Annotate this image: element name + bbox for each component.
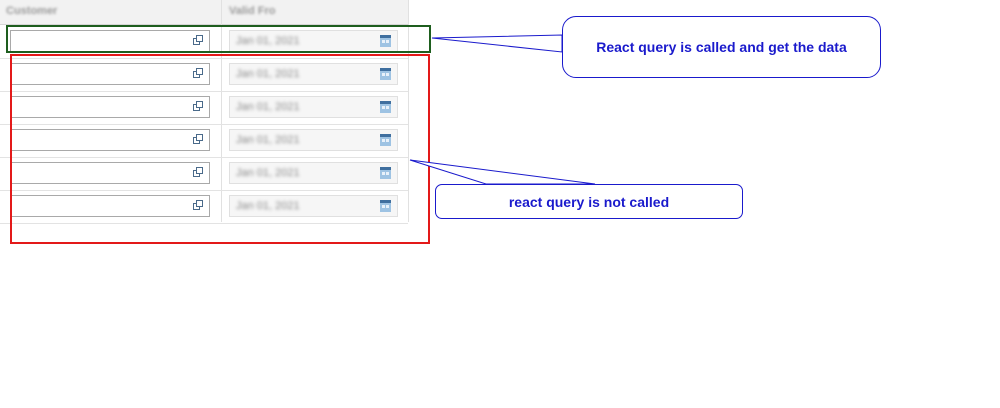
table-row: Jan 01, 2021 bbox=[0, 25, 408, 59]
data-grid: Customer Valid Fro Jan 01, 2021 bbox=[0, 0, 409, 224]
date-value: Jan 01, 2021 bbox=[236, 101, 300, 113]
lookup-icon[interactable] bbox=[193, 101, 204, 112]
date-input[interactable]: Jan 01, 2021 bbox=[229, 129, 398, 151]
customer-input[interactable] bbox=[10, 195, 210, 217]
table-row: Jan 01, 2021 bbox=[0, 190, 408, 224]
table-row: Jan 01, 2021 bbox=[0, 157, 408, 191]
date-input[interactable]: Jan 01, 2021 bbox=[229, 30, 398, 52]
first-row-highlight-box bbox=[6, 25, 431, 53]
first-row-callout: React query is called and get the data bbox=[562, 16, 881, 78]
grid-header: Customer Valid Fro bbox=[0, 0, 408, 25]
column-divider bbox=[221, 0, 222, 222]
calendar-icon[interactable] bbox=[380, 200, 391, 212]
date-value: Jan 01, 2021 bbox=[236, 35, 300, 47]
date-input[interactable]: Jan 01, 2021 bbox=[229, 96, 398, 118]
customer-input[interactable] bbox=[10, 63, 210, 85]
lookup-icon[interactable] bbox=[193, 200, 204, 211]
table-row: Jan 01, 2021 bbox=[0, 91, 408, 125]
calendar-icon[interactable] bbox=[380, 167, 391, 179]
table-row: Jan 01, 2021 bbox=[0, 124, 408, 158]
lookup-icon[interactable] bbox=[193, 167, 204, 178]
date-input[interactable]: Jan 01, 2021 bbox=[229, 195, 398, 217]
customer-input[interactable] bbox=[10, 162, 210, 184]
date-input[interactable]: Jan 01, 2021 bbox=[229, 63, 398, 85]
lookup-icon[interactable] bbox=[193, 35, 204, 46]
date-input[interactable]: Jan 01, 2021 bbox=[229, 162, 398, 184]
date-value: Jan 01, 2021 bbox=[236, 167, 300, 179]
date-value: Jan 01, 2021 bbox=[236, 68, 300, 80]
table-row: Jan 01, 2021 bbox=[0, 58, 408, 92]
other-rows-callout: react query is not called bbox=[435, 184, 743, 219]
date-value: Jan 01, 2021 bbox=[236, 200, 300, 212]
first-row-callout-pointer bbox=[431, 34, 563, 53]
calendar-icon[interactable] bbox=[380, 101, 391, 113]
column-header-customer[interactable]: Customer bbox=[6, 5, 58, 17]
calendar-icon[interactable] bbox=[380, 35, 391, 47]
grid-border bbox=[408, 0, 409, 222]
date-value: Jan 01, 2021 bbox=[236, 134, 300, 146]
lookup-icon[interactable] bbox=[193, 134, 204, 145]
column-header-date[interactable]: Valid Fro bbox=[229, 5, 276, 17]
lookup-icon[interactable] bbox=[193, 68, 204, 79]
other-rows-highlight-box bbox=[10, 54, 430, 244]
calendar-icon[interactable] bbox=[380, 68, 391, 80]
calendar-icon[interactable] bbox=[380, 134, 391, 146]
customer-input[interactable] bbox=[10, 96, 210, 118]
other-rows-callout-pointer bbox=[409, 159, 596, 185]
